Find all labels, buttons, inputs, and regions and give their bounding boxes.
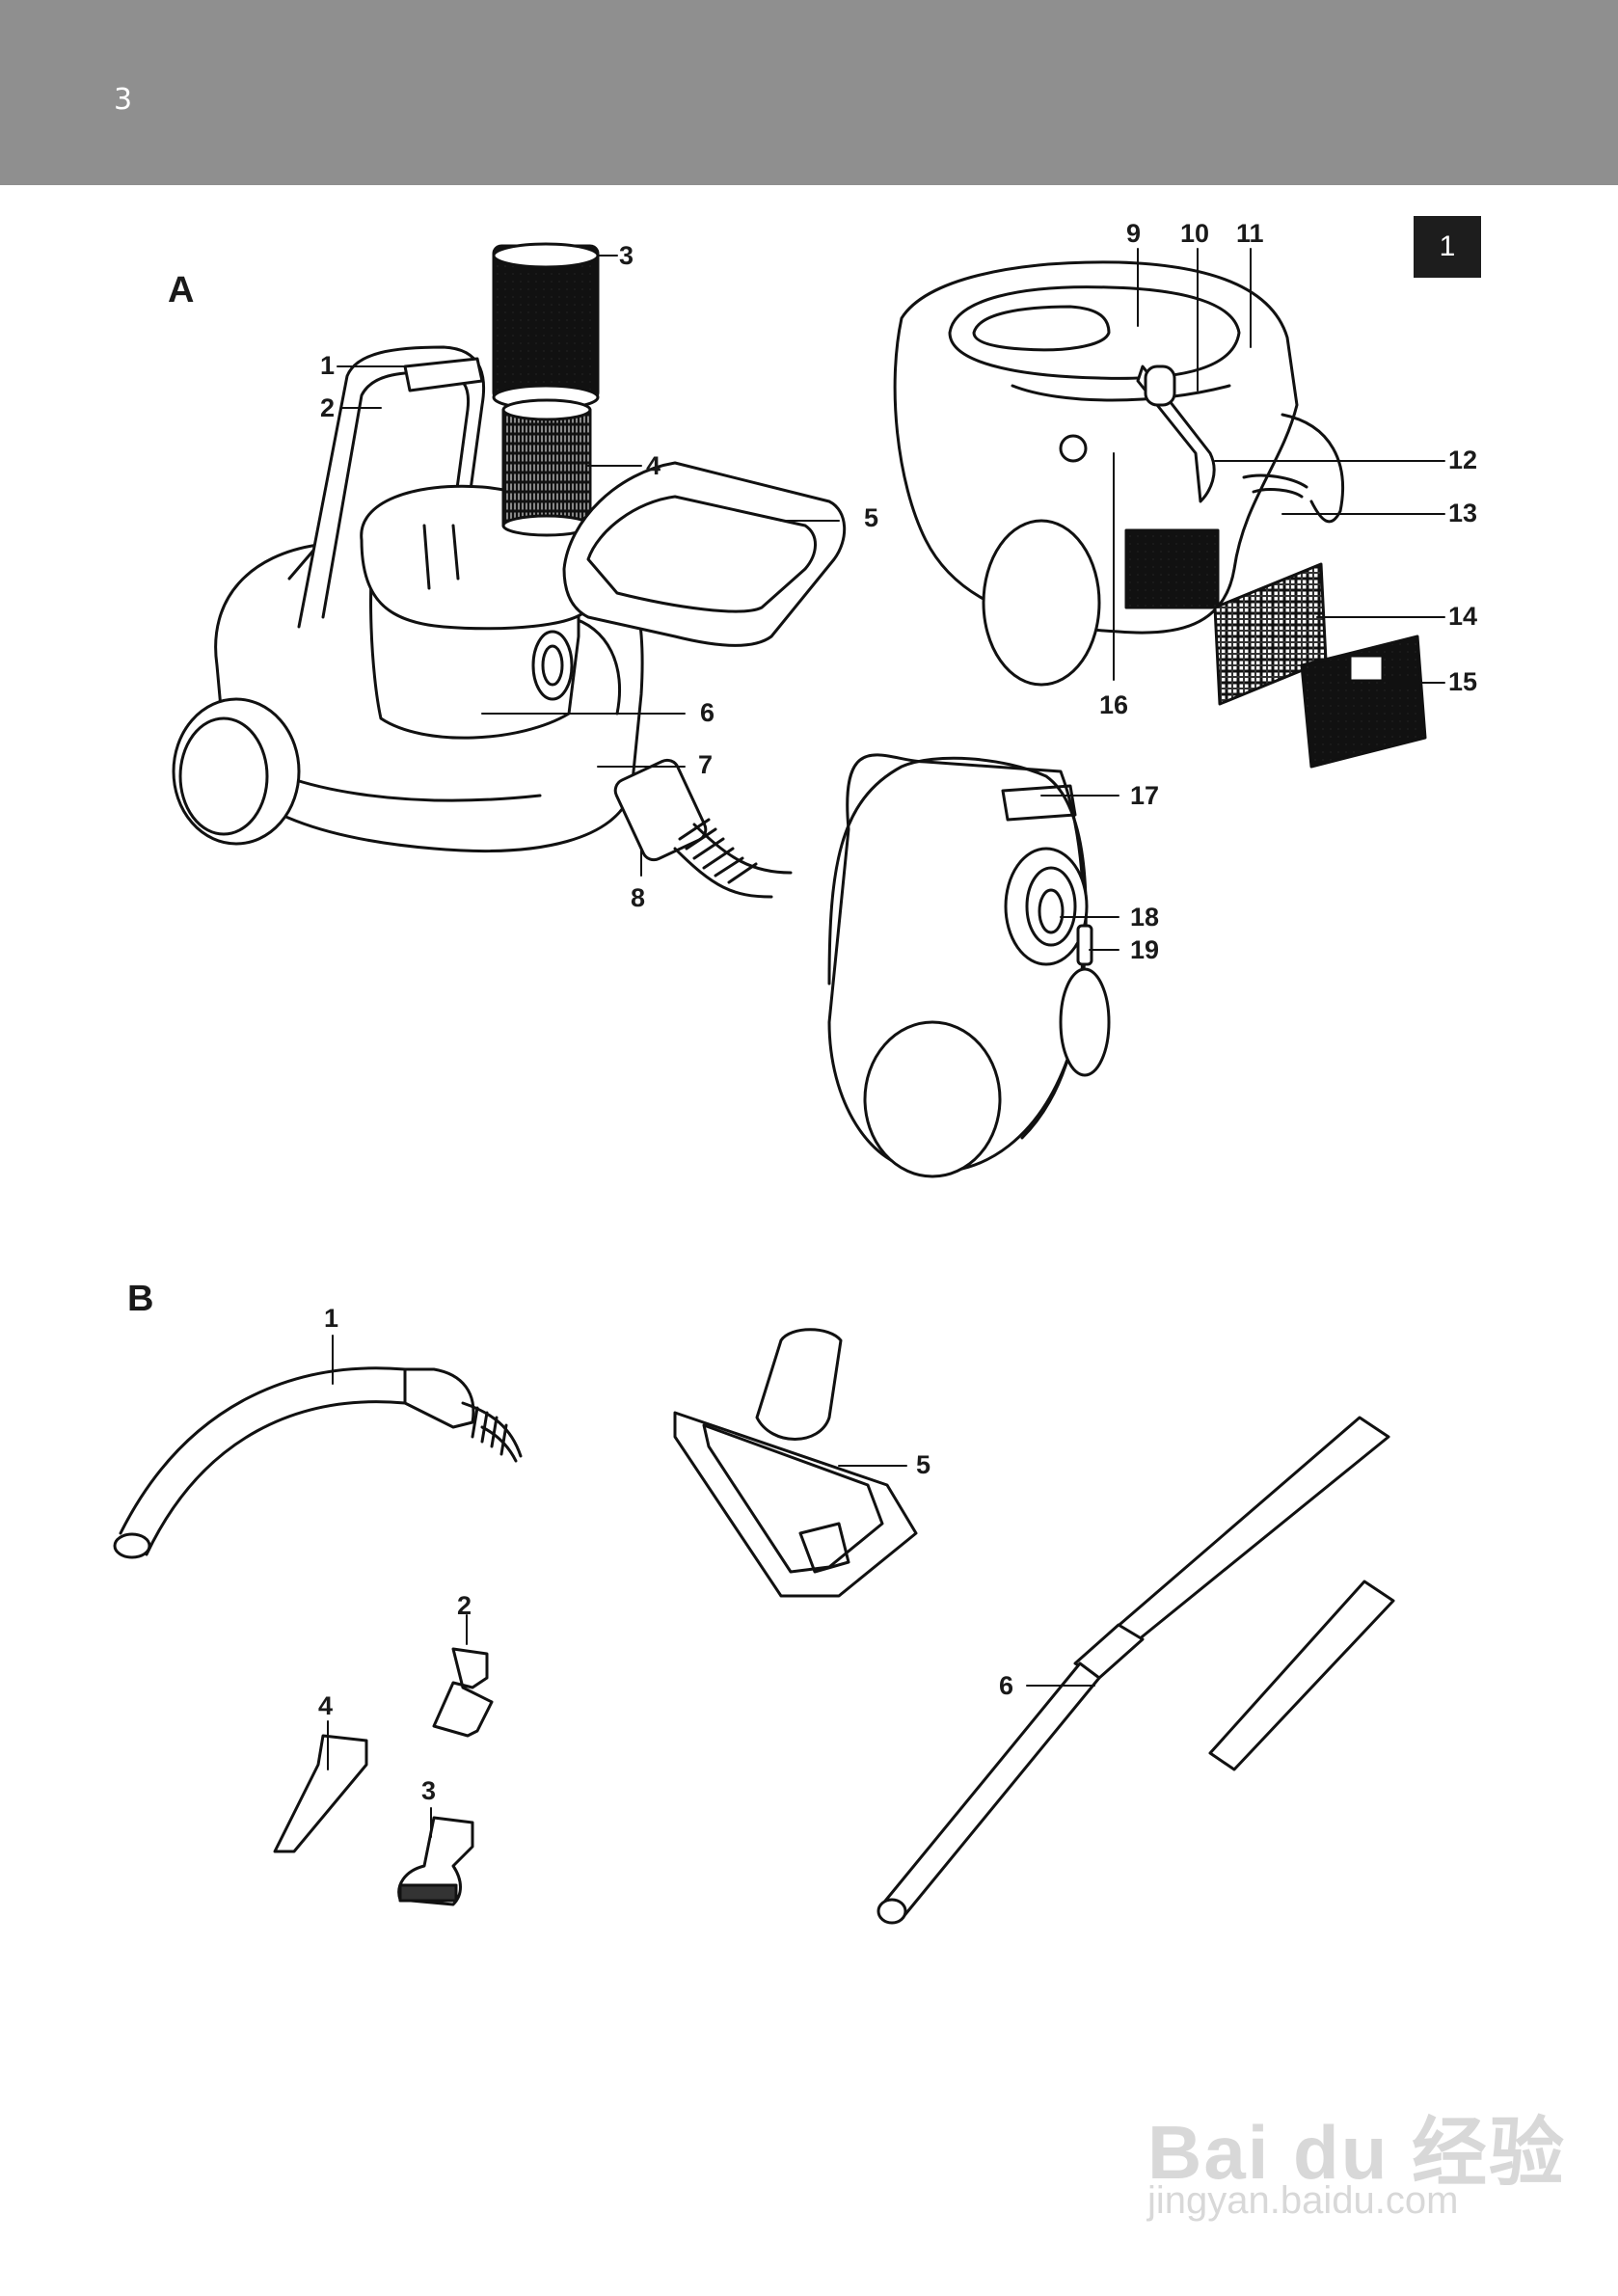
callout-b-1: 1 xyxy=(324,1304,339,1333)
watermark-logo: Bai du 经验 xyxy=(1147,2110,1567,2195)
callout-a-9: 9 xyxy=(1126,219,1142,248)
callout-b-4: 4 xyxy=(318,1691,334,1720)
page-number: 3 xyxy=(114,83,133,117)
callout-b-6: 6 xyxy=(999,1671,1014,1700)
vacuum-side-drawing xyxy=(827,753,1111,1178)
section-label-b: B xyxy=(127,1279,154,1319)
vacuum-open-drawing xyxy=(172,242,847,899)
callout-a-3: 3 xyxy=(619,241,634,270)
callout-a-10: 10 xyxy=(1180,219,1210,248)
accessories-drawing xyxy=(113,1328,1395,1925)
vacuum-rear-drawing xyxy=(893,260,1427,769)
callout-a-17: 17 xyxy=(1130,781,1160,810)
callout-a-13: 13 xyxy=(1448,499,1478,527)
callout-a-16: 16 xyxy=(1099,690,1129,719)
callout-a-4: 4 xyxy=(646,451,661,480)
chapter-tab: 1 xyxy=(1414,216,1481,278)
callout-a-14: 14 xyxy=(1448,602,1478,631)
callout-a-5: 5 xyxy=(864,503,879,532)
section-label-a: A xyxy=(168,270,195,311)
watermark-url: jingyan.baidu.com xyxy=(1147,2179,1459,2222)
callout-a-1: 1 xyxy=(320,351,336,380)
callout-a-15: 15 xyxy=(1448,667,1478,696)
callout-a-11: 11 xyxy=(1236,219,1264,248)
callout-b-5: 5 xyxy=(916,1450,931,1479)
callout-a-6: 6 xyxy=(700,698,715,727)
callout-b-2: 2 xyxy=(457,1591,472,1620)
callout-a-19: 19 xyxy=(1130,935,1160,964)
callout-a-18: 18 xyxy=(1130,903,1160,932)
callout-b-3: 3 xyxy=(421,1776,437,1805)
callout-a-12: 12 xyxy=(1448,446,1478,474)
leader-lines xyxy=(327,248,1445,1838)
header-bar: 3 xyxy=(0,0,1618,185)
callout-a-8: 8 xyxy=(631,883,646,912)
callout-a-7: 7 xyxy=(698,750,714,779)
callout-a-2: 2 xyxy=(320,393,336,422)
